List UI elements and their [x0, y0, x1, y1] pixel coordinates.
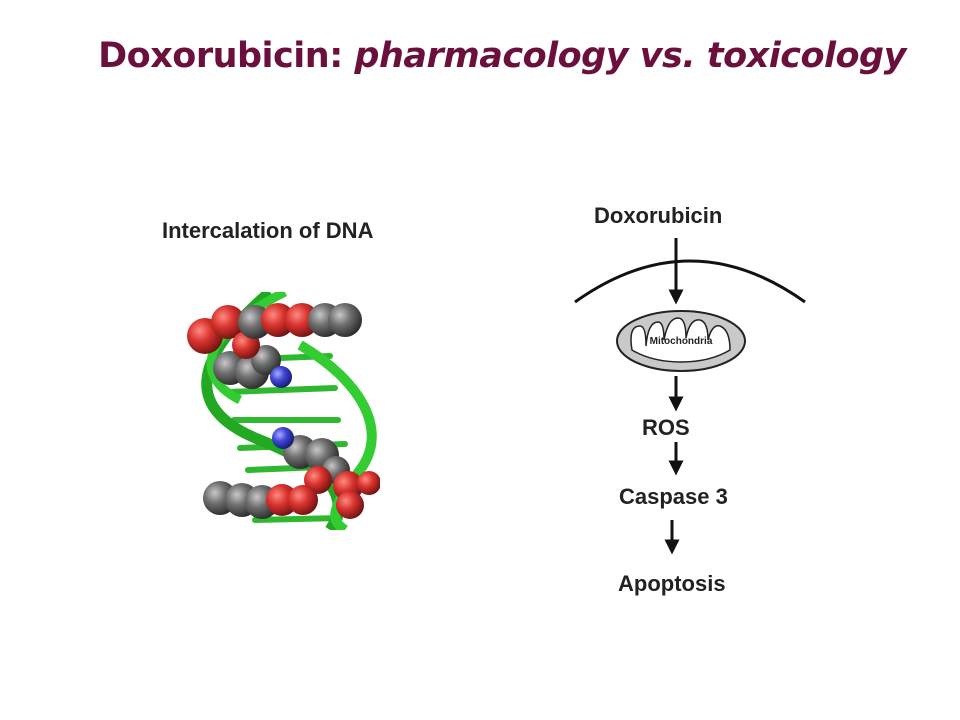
doxorubicin-molecule-bottom: [203, 427, 380, 519]
step-ros: ROS: [642, 415, 690, 440]
mitochondria-label: Mitochondria: [650, 336, 713, 347]
title-italic: pharmacology vs. toxicology: [354, 36, 906, 76]
dna-caption: Intercalation of DNA: [162, 218, 374, 243]
cell-membrane-arc: [574, 259, 806, 304]
slide-title: Doxorubicin: pharmacology vs. toxicology: [0, 36, 960, 76]
mitochondria-icon: Mitochondria: [616, 310, 746, 372]
title-main: Doxorubicin:: [98, 36, 355, 76]
doxorubicin-molecule-top: [187, 303, 362, 389]
dna-backbone-3: [297, 340, 377, 530]
step-caspase-3: Caspase 3: [619, 484, 728, 509]
drug-label: Doxorubicin: [594, 203, 723, 228]
step-apoptosis: Apoptosis: [618, 571, 726, 596]
